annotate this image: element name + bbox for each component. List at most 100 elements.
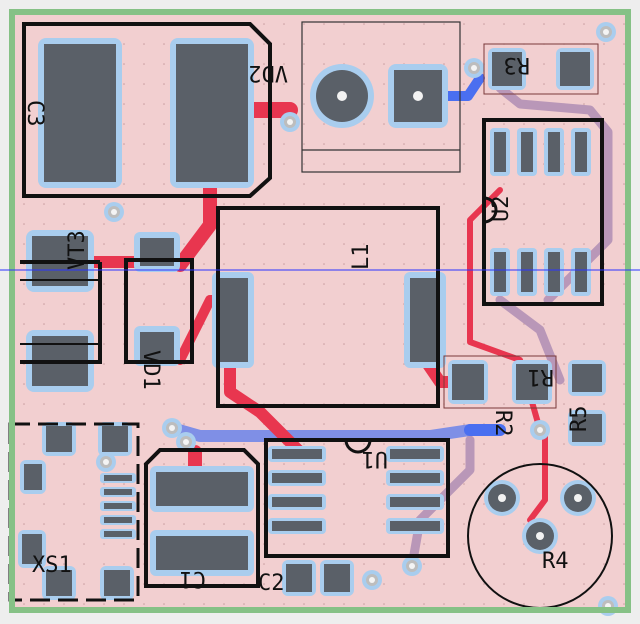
grid-dot xyxy=(463,43,465,45)
grid-dot xyxy=(443,23,445,25)
xs1-pad-2-metal[interactable] xyxy=(102,426,128,452)
xs1-finger-metal-5[interactable] xyxy=(104,531,132,537)
grid-dot xyxy=(143,123,145,125)
trace-bottom-4[interactable] xyxy=(495,295,565,385)
grid-dot xyxy=(103,483,105,485)
grid-dot xyxy=(423,263,425,265)
u2-pad-bottom-metal-2[interactable] xyxy=(521,252,533,292)
grid-dot xyxy=(403,383,405,385)
u1-pad-right-metal-3[interactable] xyxy=(390,497,440,507)
u2-pad-top-metal-2[interactable] xyxy=(521,132,533,172)
grid-dot xyxy=(343,243,345,245)
xs1-finger-metal-4[interactable] xyxy=(104,517,132,523)
grid-dot xyxy=(223,443,225,445)
grid-dot xyxy=(443,543,445,545)
u1-pads[interactable] xyxy=(268,446,444,534)
vd1-pad-2-metal[interactable] xyxy=(140,332,174,360)
grid-dot xyxy=(463,243,465,245)
grid-dot xyxy=(143,203,145,205)
grid-dot xyxy=(523,463,525,465)
pad-group[interactable] xyxy=(18,38,606,600)
u2-pads[interactable] xyxy=(490,128,591,296)
r5-pad-2-metal[interactable] xyxy=(572,414,602,442)
grid-dot xyxy=(163,303,165,305)
grid-dot xyxy=(203,343,205,345)
trace-bottom-3[interactable] xyxy=(407,435,475,571)
u2-pad-bottom-metal-4[interactable] xyxy=(575,252,587,292)
grid-dot xyxy=(323,543,325,545)
xs1-pad-5-metal[interactable] xyxy=(46,570,72,596)
grid-dot xyxy=(603,483,605,485)
trace-r1-r4[interactable] xyxy=(527,427,548,523)
grid-dot xyxy=(123,383,125,385)
grid-dot xyxy=(303,603,305,605)
grid-dot xyxy=(343,343,345,345)
grid-dot xyxy=(243,443,245,445)
grid-dot xyxy=(563,363,565,365)
grid-dot xyxy=(583,183,585,185)
grid-dot xyxy=(163,183,165,185)
u2-pad-top-metal-4[interactable] xyxy=(575,132,587,172)
u1-pad-right-metal-2[interactable] xyxy=(390,473,440,483)
r1-pad-2-metal[interactable] xyxy=(516,364,548,400)
r3-pad-2-metal[interactable] xyxy=(560,52,590,86)
c1-pad-1-metal[interactable] xyxy=(156,472,248,506)
grid-dot xyxy=(143,443,145,445)
grid-dot xyxy=(563,523,565,525)
grid-dot xyxy=(243,603,245,605)
grid-dot xyxy=(583,223,585,225)
grid-dot xyxy=(523,483,525,485)
grid-dot xyxy=(83,583,85,585)
xs1-finger-metal-2[interactable] xyxy=(104,489,132,495)
grid-dot xyxy=(403,183,405,185)
grid-dot xyxy=(263,343,265,345)
r1-pad-1-metal[interactable] xyxy=(452,364,484,400)
u2-pad-bottom-metal-1[interactable] xyxy=(494,252,506,292)
c1-pad-2-metal[interactable] xyxy=(156,536,248,570)
grid-dot xyxy=(503,603,505,605)
xs1-finger-metal-3[interactable] xyxy=(104,503,132,509)
xs1-finger-pads[interactable] xyxy=(100,473,136,539)
xs1-pad-3-metal[interactable] xyxy=(24,464,42,490)
grid-dot xyxy=(463,523,465,525)
c2-pad-1-metal[interactable] xyxy=(286,564,312,592)
grid-dot xyxy=(463,223,465,225)
grid-dot xyxy=(163,523,165,525)
u1-pad-left-metal-2[interactable] xyxy=(272,473,322,483)
xs1-pad-1-metal[interactable] xyxy=(46,426,72,452)
u2-pad-top-metal-3[interactable] xyxy=(548,132,560,172)
grid-dot xyxy=(243,383,245,385)
u2-pad-top-metal-1[interactable] xyxy=(494,132,506,172)
r5-pad-1-metal[interactable] xyxy=(572,364,602,392)
grid-dot xyxy=(583,523,585,525)
l1-pad-2-metal[interactable] xyxy=(410,278,440,362)
trace-l1-u1[interactable] xyxy=(224,354,306,458)
grid-dot xyxy=(383,443,385,445)
grid-dot xyxy=(363,63,365,65)
u1-pad-right-metal-1[interactable] xyxy=(390,449,440,459)
grid-dot xyxy=(263,303,265,305)
grid-dot xyxy=(363,503,365,505)
vias[interactable] xyxy=(96,22,618,616)
u1-pad-left-metal-4[interactable] xyxy=(272,521,322,531)
u1-pad-right-metal-4[interactable] xyxy=(390,521,440,531)
grid-dot xyxy=(243,223,245,225)
grid-dot xyxy=(363,363,365,365)
c3-pad-2-metal[interactable] xyxy=(176,44,248,182)
c2-pad-2-metal[interactable] xyxy=(324,564,350,592)
xs1-pad-4-metal[interactable] xyxy=(22,534,42,564)
u1-pad-left-metal-1[interactable] xyxy=(272,449,322,459)
r3-pad-1-metal[interactable] xyxy=(492,52,522,86)
c3-pad-1-metal[interactable] xyxy=(44,44,116,182)
grid-dot xyxy=(283,423,285,425)
l1-pad-1-metal[interactable] xyxy=(218,278,248,362)
u2-pad-bottom-metal-3[interactable] xyxy=(548,252,560,292)
u1-pad-left-metal-3[interactable] xyxy=(272,497,322,507)
xs1-pad-6-metal[interactable] xyxy=(104,570,130,596)
trace-bottom-5[interactable] xyxy=(435,73,485,101)
grid-dot xyxy=(563,483,565,485)
grid-dot xyxy=(283,203,285,205)
xs1-finger-metal-1[interactable] xyxy=(104,475,132,481)
